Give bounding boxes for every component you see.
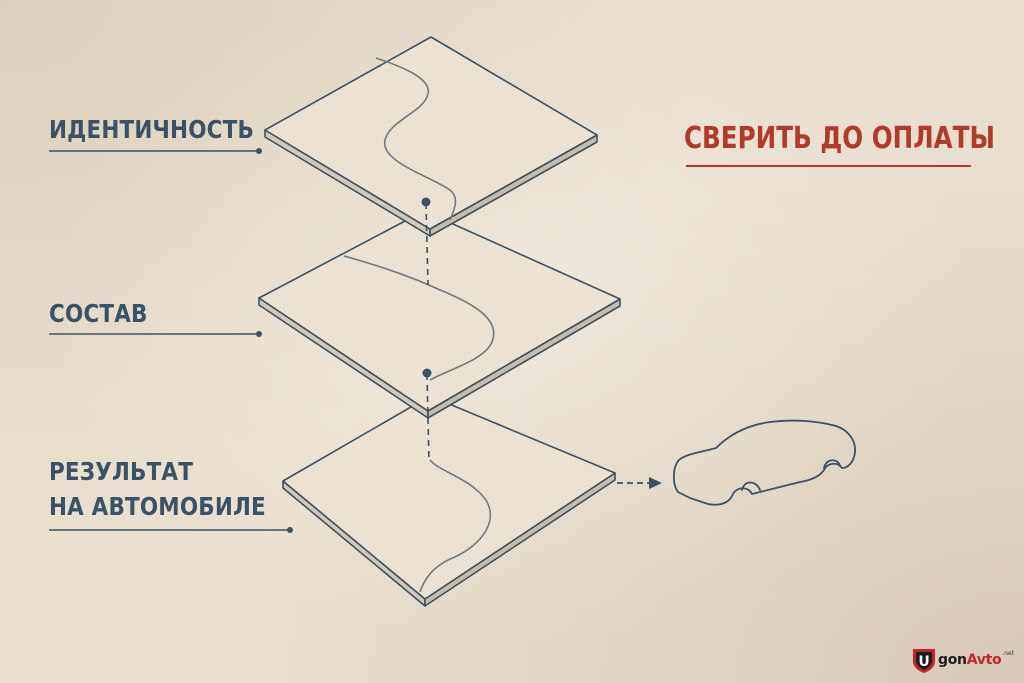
path-curve-bottom bbox=[419, 459, 492, 593]
path-curve-middle bbox=[343, 255, 495, 381]
layer-composition bbox=[258, 210, 621, 419]
label-result-line2: НА АВТОМОБИЛЕ bbox=[49, 492, 266, 521]
path-curve-top bbox=[375, 57, 457, 221]
brand-logo: U gonAvto .net bbox=[911, 645, 1014, 675]
layer-result bbox=[282, 395, 616, 607]
brand-letter: U bbox=[918, 654, 929, 670]
label-composition: СОСТАВ bbox=[49, 299, 148, 328]
brand-tld: .net bbox=[1002, 650, 1015, 657]
connector-top-to-middle bbox=[425, 202, 429, 286]
label-leaders bbox=[49, 148, 293, 533]
connector-dot-middle bbox=[422, 368, 432, 378]
connector-dot-top bbox=[421, 197, 431, 207]
leader-dot-result bbox=[287, 527, 293, 533]
car-outline-icon bbox=[672, 419, 856, 506]
headline: СВЕРИТЬ ДО ОПЛАТЫ bbox=[684, 121, 995, 156]
brand-name-part2: Avto bbox=[966, 652, 1002, 668]
brand-name: gonAvto bbox=[938, 652, 1002, 668]
layer-identity bbox=[264, 36, 598, 237]
brand-name-part1: gon bbox=[938, 652, 967, 668]
leader-dot-composition bbox=[256, 331, 262, 337]
connector-middle-to-bottom bbox=[426, 373, 430, 463]
leader-dot-identity bbox=[256, 148, 262, 154]
label-identity: ИДЕНТИЧНОСТЬ bbox=[49, 115, 255, 144]
shield-logo-icon: U bbox=[913, 649, 935, 673]
layer-connectors bbox=[421, 197, 432, 463]
arrow-right-icon bbox=[617, 477, 662, 489]
headline-underline bbox=[686, 165, 971, 167]
label-result-line1: РЕЗУЛЬТАТ bbox=[49, 457, 194, 486]
